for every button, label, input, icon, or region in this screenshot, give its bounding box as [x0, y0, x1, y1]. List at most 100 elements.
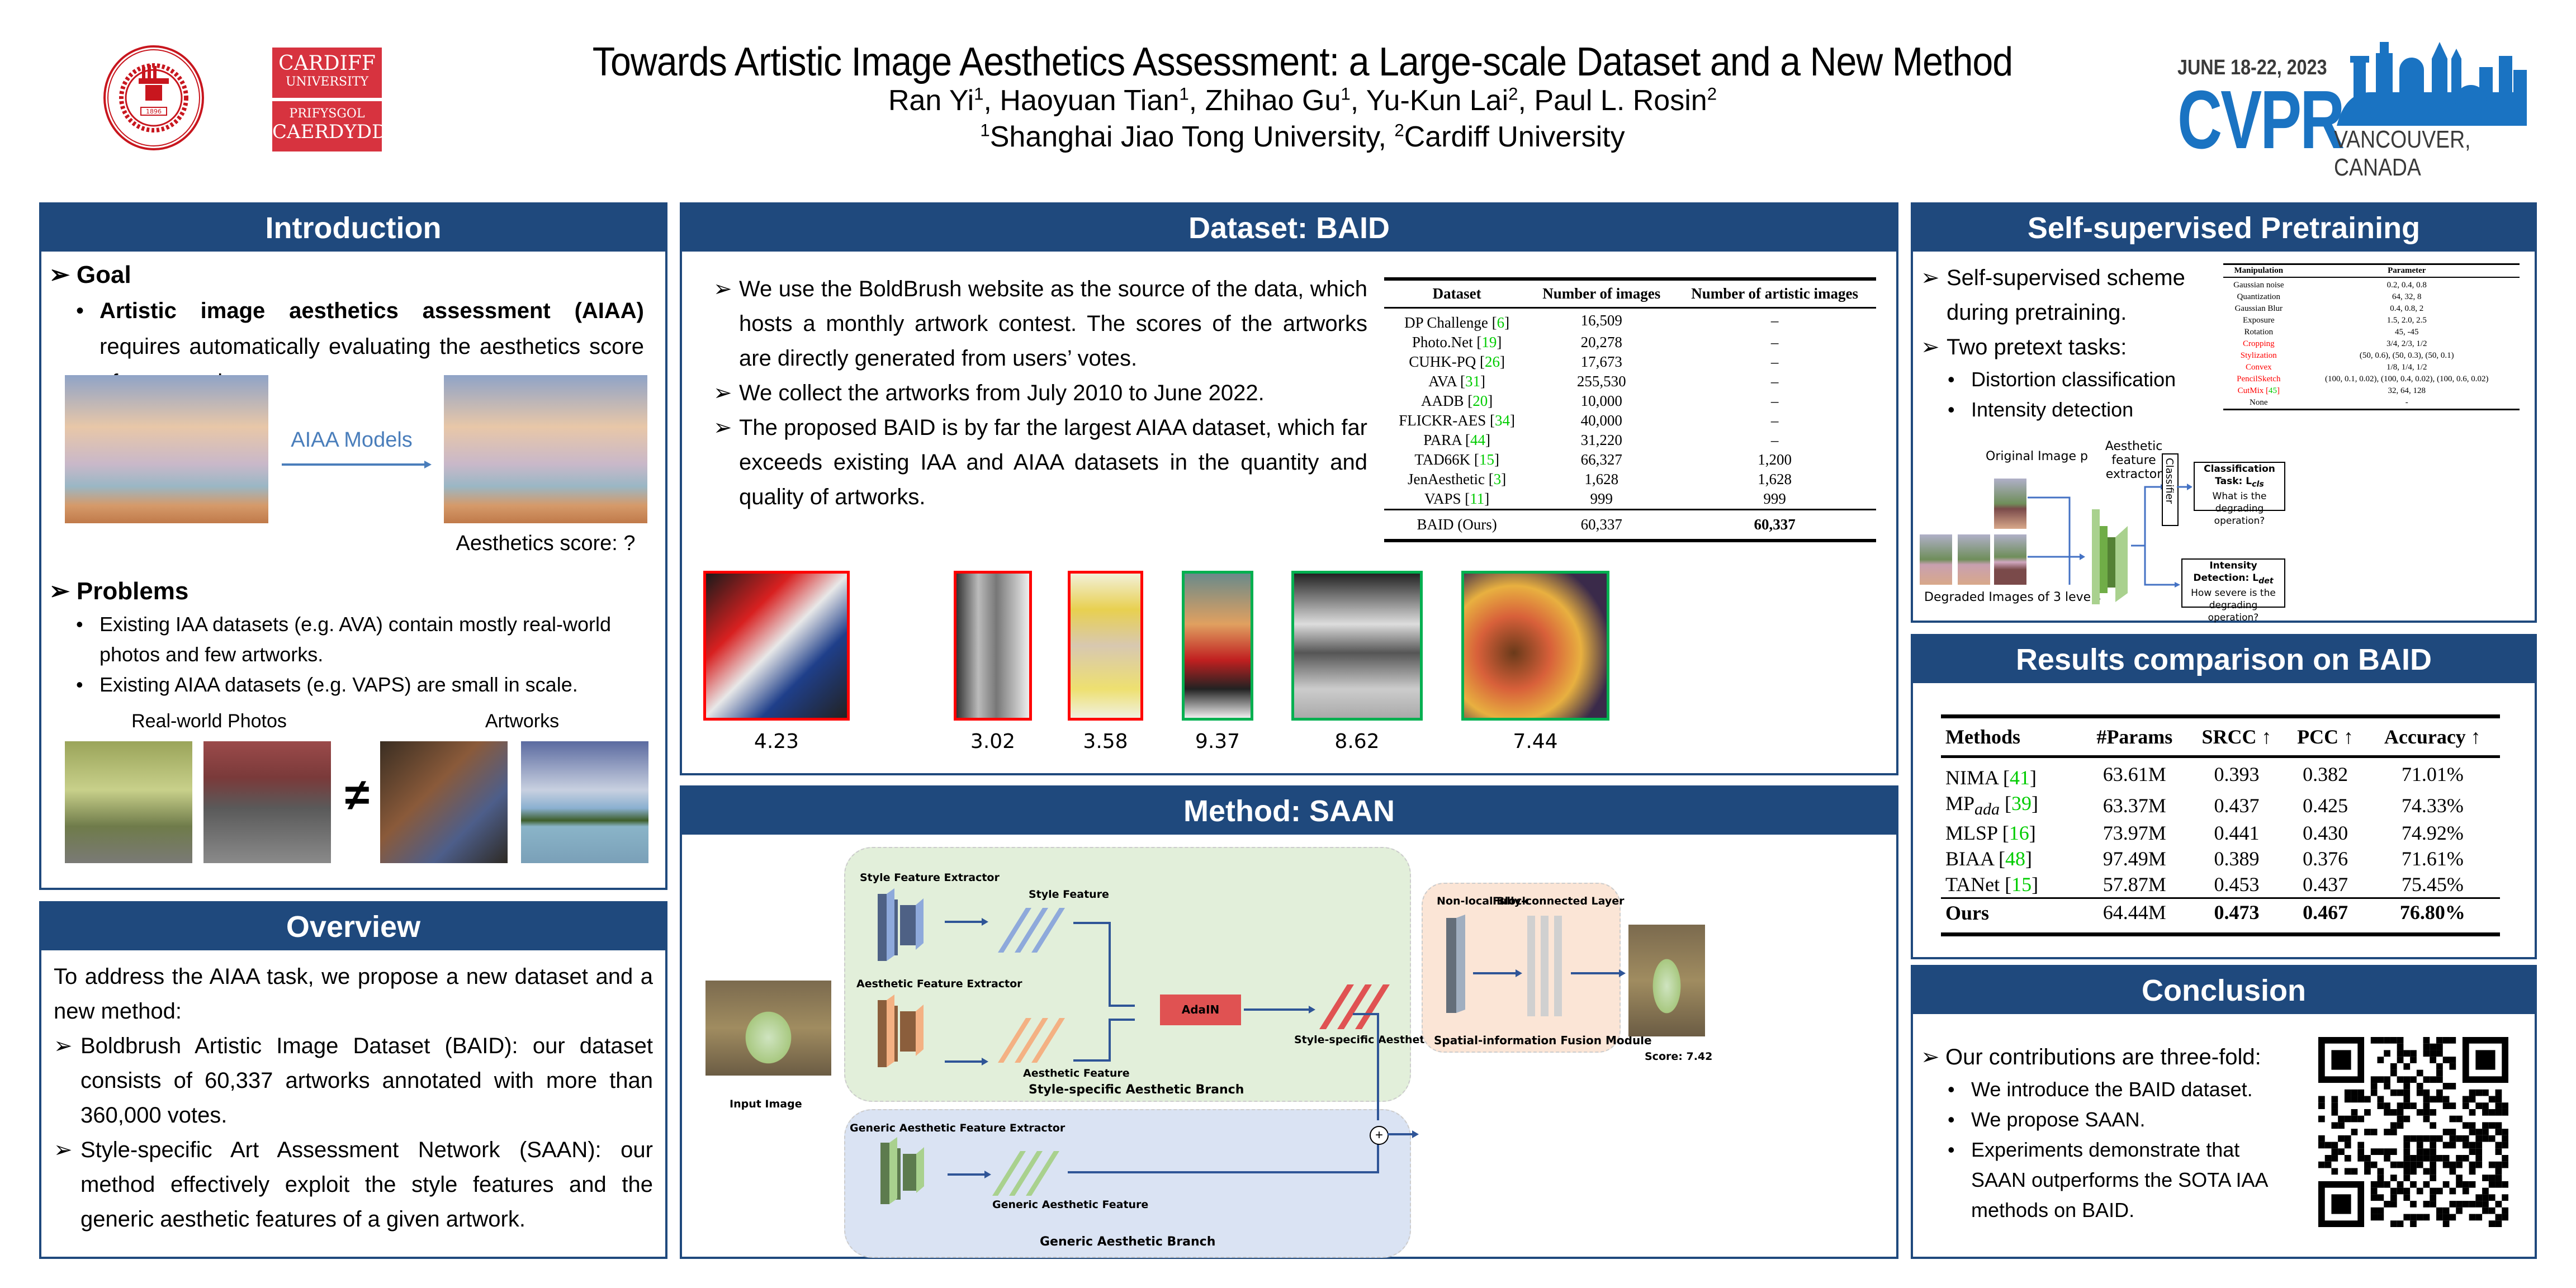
- result-pcc: 0.425: [2303, 794, 2348, 817]
- generic-feature-icon: [992, 1151, 1059, 1196]
- method-name: TANet [15]: [1945, 873, 2039, 896]
- artistic-count: 60,337: [1754, 516, 1796, 533]
- arrow-right-icon: [1571, 969, 1626, 977]
- cardiff-logo: CARDIFF UNIVERSITY PRIFYSGOL CAERDYDD: [272, 48, 387, 151]
- intro-painting-input: [65, 375, 268, 523]
- method-name: Ours: [1945, 902, 1990, 925]
- dataset-comparison-table: Dataset Number of images Number of artis…: [1384, 277, 1876, 542]
- qr-code[interactable]: [2318, 1037, 2508, 1227]
- affiliation-name: Cardiff University: [1404, 121, 1625, 153]
- degraded-image-1: [1920, 534, 1952, 585]
- artistic-count: –: [1770, 432, 1779, 448]
- manipulation-name: Rotation: [2244, 328, 2274, 337]
- dataset-name: PARA [44]: [1423, 432, 1491, 448]
- photo-street: [203, 741, 331, 863]
- pretraining-heading: Self-supervised Pretraining: [1913, 205, 2535, 252]
- sample-artwork-high: [1461, 571, 1609, 721]
- not-equal-icon: ≠: [345, 770, 370, 820]
- cvpr-logo: JUNE 18-22, 2023 CVPR VANCOUVER, CANADA: [2177, 34, 2569, 181]
- image-count: 17,673: [1580, 353, 1622, 370]
- manipulation-name: Stylization: [2240, 351, 2277, 360]
- dataset-panel: Dataset: BAID ➢We use the BoldBrush webs…: [680, 202, 1898, 775]
- manipulation-param: 64, 32, 8: [2392, 292, 2422, 301]
- manipulation-name: Cropping: [2242, 339, 2275, 348]
- image-count: 40,000: [1580, 412, 1622, 429]
- sample-score: 3.02: [970, 730, 1016, 753]
- arrow-right-icon: [1244, 1006, 1315, 1014]
- vancouver-skyline-icon: [2337, 42, 2527, 126]
- col-header: Accuracy ↑: [2384, 726, 2481, 748]
- artistic-count: 1,628: [1758, 471, 1792, 487]
- author-name: Yu-Kun Lai: [1366, 84, 1509, 117]
- manipulation-param: 45, -45: [2395, 328, 2419, 337]
- col-header: Number of artistic images: [1691, 285, 1858, 302]
- cvpr-name: CVPR: [2177, 74, 2345, 166]
- sample-artwork-high: [1182, 571, 1253, 721]
- nonlocal-block-icon: [1446, 915, 1465, 1013]
- artistic-count: 999: [1763, 490, 1786, 507]
- pretrain-item: ➢Self-supervised scheme during pretraini…: [1921, 266, 2185, 325]
- fusion-connector: [1068, 1013, 1379, 1173]
- manipulation-param: 3/4, 2/3, 1/2: [2386, 339, 2427, 348]
- results-heading: Results comparison on BAID: [1913, 636, 2535, 683]
- cvpr-date: JUNE 18-22, 2023: [2177, 56, 2327, 79]
- manipulation-name: Convex: [2245, 363, 2272, 372]
- arrow-right-icon: [2177, 484, 2193, 490]
- table-row: CUHK-PQ [26]17,673–: [1384, 352, 1876, 372]
- dataset-name: DP Challenge [6]: [1404, 314, 1510, 331]
- artwork-clouds-lake: [521, 741, 648, 863]
- cardiff-line3: PRIFYSGOL: [289, 107, 365, 121]
- image-count: 255,530: [1576, 373, 1626, 390]
- dataset-bullet: ➢The proposed BAID is by far the largest…: [713, 415, 1367, 509]
- arrow-right-icon: [1388, 1130, 1419, 1138]
- col-header: SRCC ↑: [2201, 726, 2272, 748]
- pretrain-connector: [2028, 496, 2085, 585]
- pretrain-item: ➢Two pretext tasks:: [1921, 335, 2127, 359]
- degraded-image-3: [1994, 534, 2026, 585]
- artistic-count: –: [1770, 392, 1779, 409]
- dataset-name: CUHK-PQ [26]: [1409, 353, 1505, 370]
- manipulation-name: Quantization: [2237, 292, 2281, 301]
- method-heading: Method: SAAN: [682, 788, 1896, 835]
- manipulation-name: Gaussian noise: [2233, 281, 2284, 290]
- classification-task-box: Classification Task: Lcls What is the de…: [2194, 462, 2285, 527]
- manipulation-param: -: [2405, 398, 2408, 407]
- image-count: 66,327: [1580, 451, 1622, 468]
- results-table: Methods #Params SRCC ↑ PCC ↑ Accuracy ↑ …: [1941, 714, 2500, 937]
- author-name: Haoyuan Tian: [1000, 84, 1180, 117]
- style-specific-feature-icon: [1319, 984, 1390, 1029]
- manipulation-param: 1.5, 2.0, 2.5: [2386, 316, 2427, 325]
- image-count: 60,337: [1580, 516, 1622, 533]
- problem-item: Existing IAA datasets (e.g. AVA) contain…: [49, 609, 657, 670]
- table-row: PencilSketch(100, 0.1, 0.02), (100, 0.4,…: [2223, 373, 2520, 385]
- photo-tree-road: [65, 741, 192, 863]
- degraded-image-2: [1958, 534, 1990, 585]
- arrow-right-icon: [948, 1171, 991, 1178]
- connector-line: [1073, 922, 1135, 1062]
- result-acc: 71.61%: [2401, 847, 2464, 870]
- col-header: #Params: [2096, 726, 2173, 748]
- table-row: DP Challenge [6]16,509–: [1384, 308, 1876, 333]
- table-row: Stylization(50, 0.6), (50, 0.3), (50, 0.…: [2223, 350, 2520, 362]
- sample-score: 8.62: [1334, 730, 1380, 753]
- contribution-item: We propose SAAN.: [1921, 1105, 2290, 1135]
- result-pcc: 0.430: [2303, 822, 2348, 845]
- classifier-block[interactable]: Classifier: [2162, 453, 2179, 526]
- method-name: MLSP [16]: [1945, 822, 2036, 845]
- nonlocal-label: Non-local Block: [1437, 895, 1530, 907]
- result-srcc: 0.393: [2214, 763, 2260, 785]
- sample-artwork-low: [703, 571, 850, 721]
- result-srcc: 0.453: [2214, 873, 2260, 896]
- dataset-name: AADB [20]: [1421, 392, 1493, 409]
- result-params: 64.44M: [2103, 901, 2166, 924]
- generic-branch-box: [844, 1109, 1411, 1258]
- sample-score: 9.37: [1195, 730, 1240, 753]
- result-pcc: 0.382: [2303, 763, 2348, 785]
- table-row: CutMix [45]32, 64, 128: [2223, 385, 2520, 397]
- pretrain-split-connector: [2131, 484, 2180, 588]
- affiliation-name: Shanghai Jiao Tong University: [989, 121, 1379, 153]
